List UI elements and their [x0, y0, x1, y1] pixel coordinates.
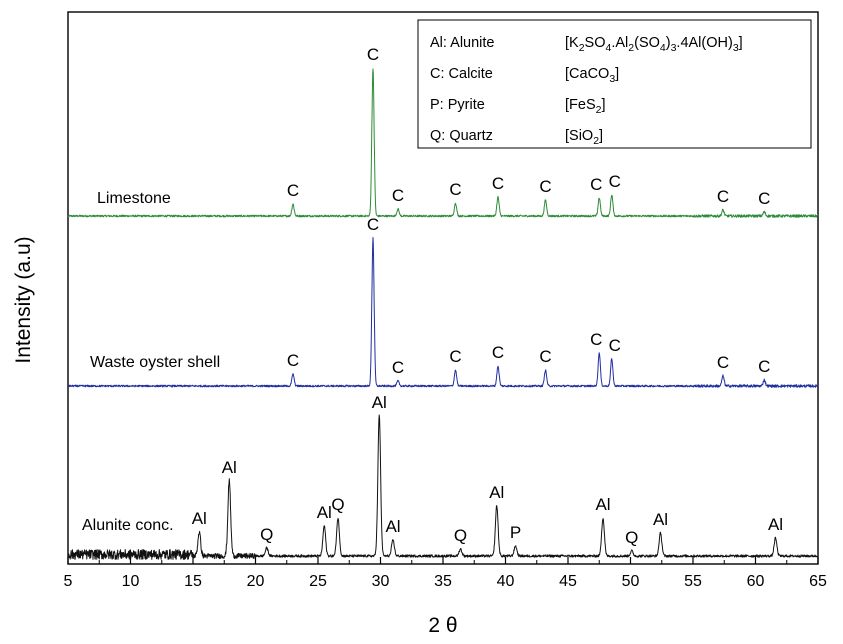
x-tick-label: 60	[747, 573, 765, 590]
legend-formula: [CaCO3]	[565, 66, 619, 85]
series-name-label: Limestone	[97, 190, 171, 207]
legend-formula: [SiO2]	[565, 128, 603, 147]
peak-label: P	[510, 523, 521, 542]
peak-label: Al	[222, 458, 237, 477]
peak-label: C	[590, 330, 602, 349]
peak-label: C	[449, 347, 461, 366]
peak-label: C	[539, 347, 551, 366]
x-tick-label: 35	[434, 573, 452, 590]
peak-label: C	[287, 181, 299, 200]
x-axis-ticks: 5 10 15 20 25 30 35 40 45 50 55 60 65	[64, 557, 827, 590]
x-tick-label: 55	[684, 573, 702, 590]
peak-label: Al	[653, 510, 668, 529]
legend-code: P: Pyrite	[430, 97, 485, 113]
legend-code: Al: Alunite	[430, 35, 495, 51]
peak-label: C	[492, 174, 504, 193]
peak-label: Al	[372, 393, 387, 412]
peak-label: C	[492, 343, 504, 362]
peak-label: C	[539, 177, 551, 196]
peak-label: C	[392, 358, 404, 377]
peak-label: C	[717, 187, 729, 206]
peak-label: Al	[385, 517, 400, 536]
series-layer	[67, 68, 819, 560]
x-tick-label: 5	[64, 573, 73, 590]
peak-label: C	[287, 351, 299, 370]
legend-formula: [K2SO4.Al2(SO4)3.4Al(OH)3]	[565, 35, 743, 54]
peak-label: C	[449, 180, 461, 199]
legend-code: C: Calcite	[430, 66, 493, 82]
peak-label: Al	[192, 509, 207, 528]
x-tick-label: 50	[622, 573, 640, 590]
x-axis-title: 2 θ	[428, 614, 457, 637]
legend-formula: [FeS2]	[565, 97, 606, 116]
legend: Al: Alunite [K2SO4.Al2(SO4)3.4Al(OH)3] C: …	[417, 19, 812, 149]
peak-label: Q	[331, 495, 344, 514]
peak-label: Al	[595, 495, 610, 514]
peak-label: C	[590, 175, 602, 194]
series-line	[67, 68, 819, 218]
peak-label: C	[758, 189, 770, 208]
series-line	[67, 414, 819, 560]
x-tick-label: 40	[497, 573, 515, 590]
peak-label: C	[367, 45, 379, 64]
legend-code: Q: Quartz	[430, 128, 493, 144]
peak-label: Q	[260, 525, 273, 544]
peak-label: C	[717, 353, 729, 372]
series-name-label: Alunite conc.	[82, 517, 174, 534]
peak-label: C	[367, 215, 379, 234]
x-tick-label: 15	[184, 573, 202, 590]
peak-label: Al	[768, 515, 783, 534]
peak-label: Al	[317, 503, 332, 522]
y-axis-title: Intensity (a.u)	[12, 236, 35, 363]
x-tick-label: 10	[122, 573, 140, 590]
peak-label: Q	[454, 526, 467, 545]
peak-label: C	[609, 172, 621, 191]
x-tick-label: 30	[372, 573, 390, 590]
x-tick-label: 25	[309, 573, 327, 590]
x-tick-label: 65	[809, 573, 827, 590]
series-line	[67, 237, 819, 388]
x-tick-label: 45	[559, 573, 577, 590]
peak-label: C	[758, 357, 770, 376]
peak-label: C	[609, 336, 621, 355]
x-tick-label: 20	[247, 573, 265, 590]
series-name-label: Waste oyster shell	[90, 354, 220, 371]
peak-label: Q	[625, 528, 638, 547]
legend-box	[417, 19, 812, 149]
peak-label: Al	[489, 483, 504, 502]
peak-label: C	[392, 186, 404, 205]
